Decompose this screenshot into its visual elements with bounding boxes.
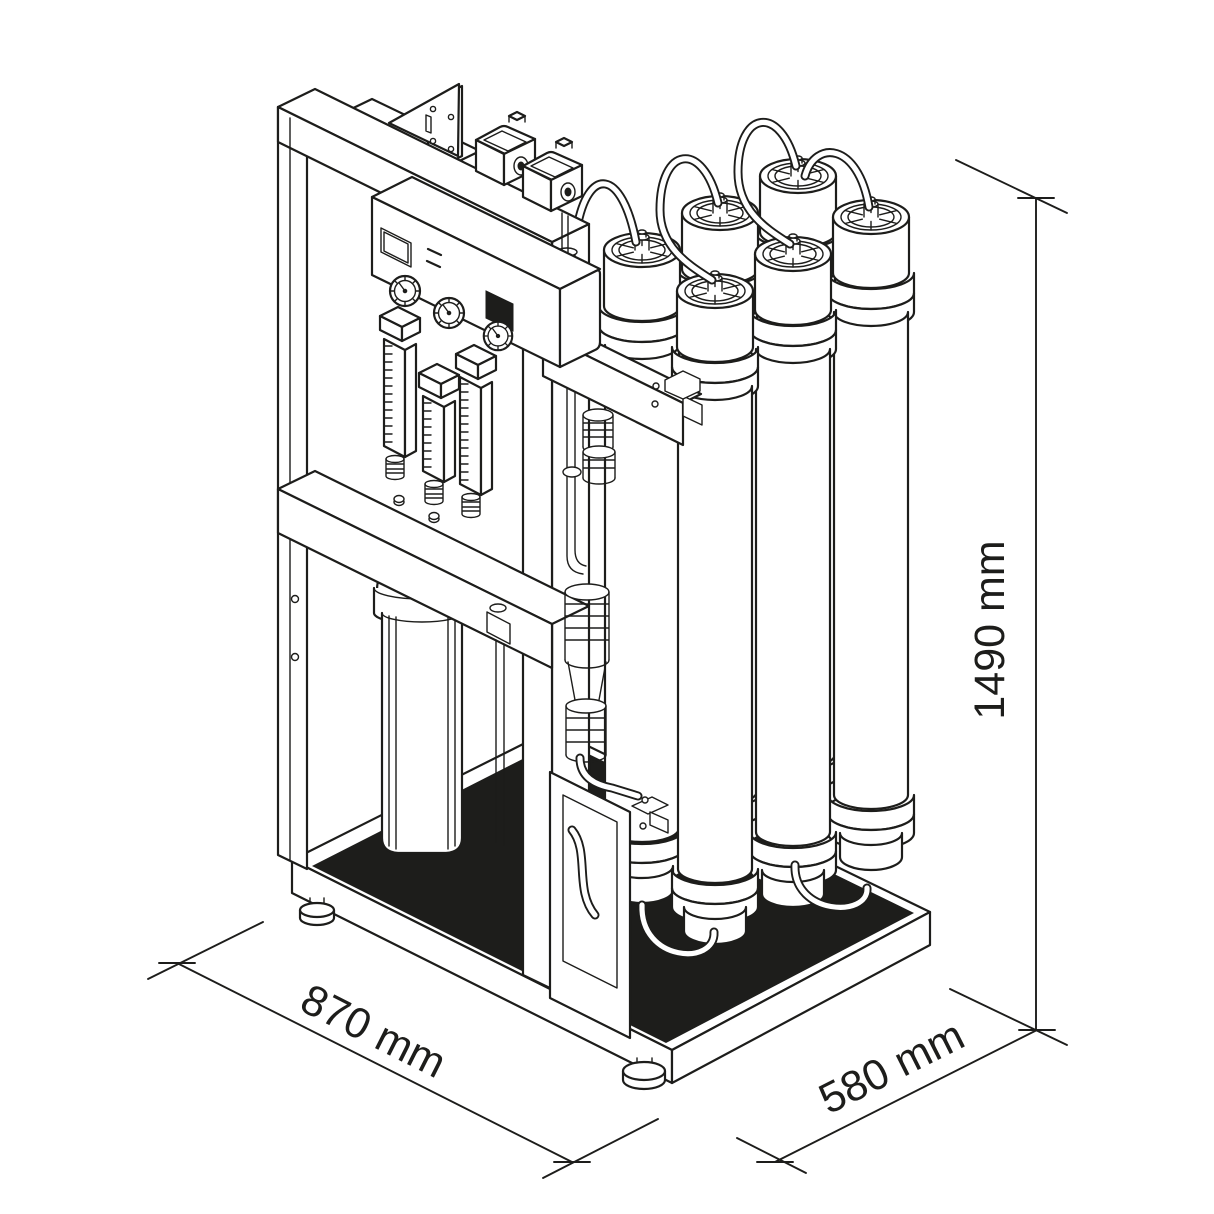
display — [380, 227, 412, 268]
membrane-vessel — [826, 195, 916, 872]
membrane-hoses-bottom — [637, 860, 872, 959]
feed-pipe — [566, 247, 587, 575]
flow-meter — [378, 305, 422, 481]
drain-fitting — [486, 603, 511, 846]
housing-ribs — [388, 615, 456, 850]
pressure-gauge — [482, 320, 514, 352]
dimension-depth-label: 580 mm — [812, 1011, 972, 1124]
flow-meter — [417, 362, 461, 506]
flow-meter — [454, 343, 498, 519]
leveling-feet — [298, 897, 667, 1091]
junction-box — [485, 290, 514, 332]
pressure-gauge — [388, 274, 422, 308]
panel-buttons — [425, 247, 443, 269]
control-panel — [370, 175, 602, 369]
dimension-width-label: 870 mm — [293, 975, 453, 1088]
dimension-height-label: 1490 mm — [966, 540, 1014, 719]
upper-clamp-bracket — [682, 395, 703, 426]
bracket-gusset — [387, 82, 461, 158]
foot — [621, 1057, 667, 1091]
pressure-gauge — [432, 296, 466, 330]
flow-meters — [378, 305, 498, 519]
dimension-height: 1490 mm — [955, 159, 1068, 1031]
pump-fittings — [562, 408, 643, 801]
membrane-vessel — [748, 232, 838, 909]
mid-shelf-front — [276, 487, 554, 670]
foot — [298, 897, 336, 927]
lower-clamp-frame — [548, 770, 669, 1040]
rack-and-plumbing — [486, 247, 703, 1040]
